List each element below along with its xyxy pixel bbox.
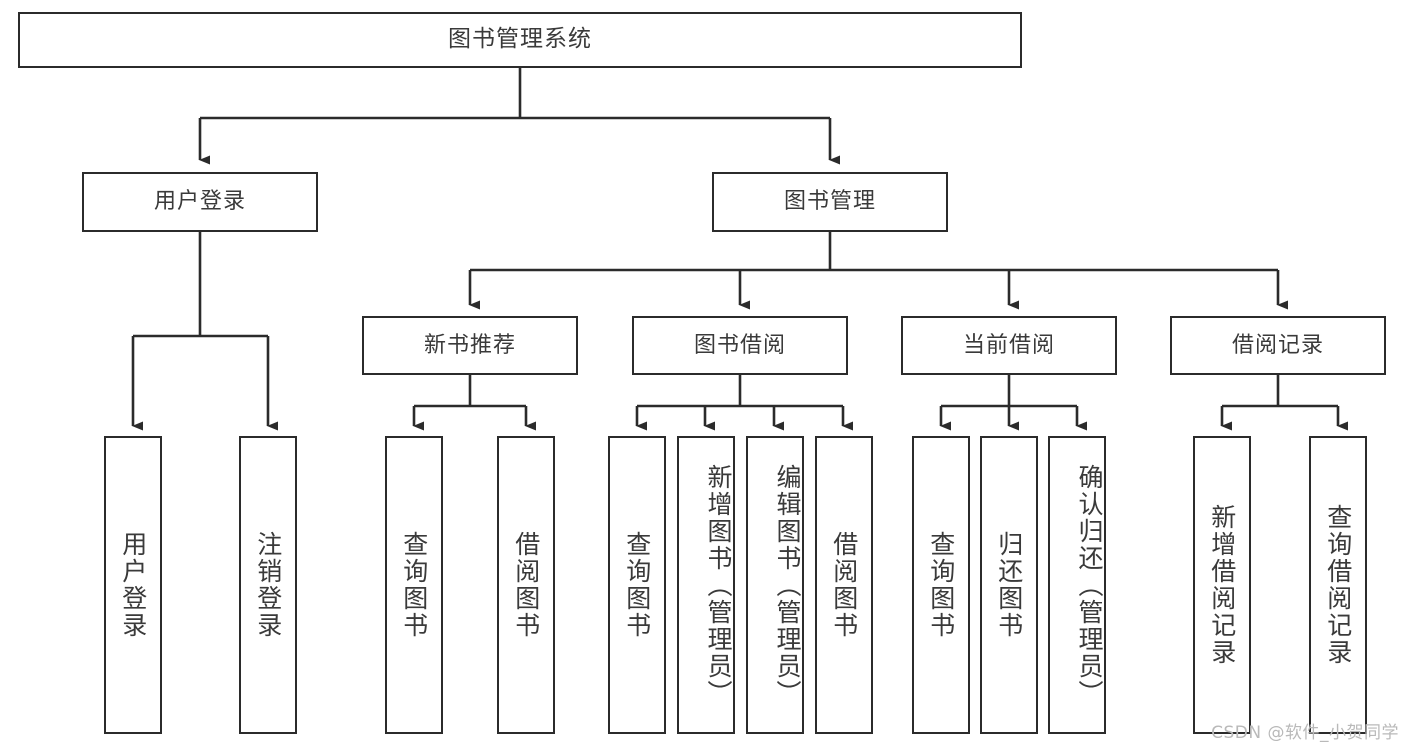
node-root-book-management-system[interactable]: 图书管理系统 xyxy=(18,12,1022,68)
leaf-book-borrow-query-book[interactable]: 查询图书 xyxy=(608,436,666,734)
node-new-book-recommend[interactable]: 新书推荐 xyxy=(362,316,578,375)
leaf-borrow-record-query-record[interactable]: 查询借阅记录 xyxy=(1309,436,1367,734)
leaf-new-book-borrow-book[interactable]: 借阅图书 xyxy=(497,436,555,734)
node-borrow-record[interactable]: 借阅记录 xyxy=(1170,316,1386,375)
leaf-current-borrow-query-book[interactable]: 查询图书 xyxy=(912,436,970,734)
node-book-management[interactable]: 图书管理 xyxy=(712,172,948,232)
node-current-borrow[interactable]: 当前借阅 xyxy=(901,316,1117,375)
leaf-book-borrow-borrow-book[interactable]: 借阅图书 xyxy=(815,436,873,734)
leaf-borrow-record-add-record[interactable]: 新增借阅记录 xyxy=(1193,436,1251,734)
leaf-new-book-query-book[interactable]: 查询图书 xyxy=(385,436,443,734)
leaf-current-borrow-confirm-return-admin[interactable]: 确认归还（管理员） xyxy=(1048,436,1106,734)
leaf-current-borrow-return-book[interactable]: 归还图书 xyxy=(980,436,1038,734)
node-book-borrow[interactable]: 图书借阅 xyxy=(632,316,848,375)
watermark: CSDN @软件_小贺同学 xyxy=(1211,723,1399,743)
leaf-user-login-logout[interactable]: 注销登录 xyxy=(239,436,297,734)
node-user-login[interactable]: 用户登录 xyxy=(82,172,318,232)
leaf-book-borrow-edit-book-admin[interactable]: 编辑图书（管理员） xyxy=(746,436,804,734)
leaf-user-login-login[interactable]: 用户登录 xyxy=(104,436,162,734)
leaf-book-borrow-add-book-admin[interactable]: 新增图书（管理员） xyxy=(677,436,735,734)
